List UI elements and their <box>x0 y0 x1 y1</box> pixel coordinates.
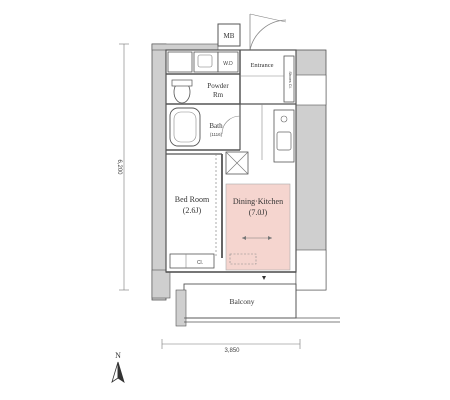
balcony-area <box>183 283 297 319</box>
kitchen-counter <box>273 109 295 163</box>
entrance-label: Entrance <box>250 62 273 69</box>
entrance-door-leaf-2 <box>249 13 287 23</box>
balcony-label: Balcony <box>230 297 255 306</box>
window-marker <box>262 276 266 280</box>
bedroom-name: Bed Room <box>175 195 210 204</box>
dining-kitchen-area <box>225 183 291 271</box>
bedroom-size: (2.6J) <box>183 206 202 215</box>
vanity-sink <box>197 54 213 68</box>
wall-right-notch <box>295 74 327 106</box>
compass-icon <box>111 361 125 383</box>
wall-left-mass <box>151 43 167 301</box>
toilet-tank <box>171 79 193 87</box>
entrance-door-arc <box>249 19 287 51</box>
powder-room-abbr: Rm <box>213 91 224 99</box>
height-dim-label: 6,200 <box>116 159 122 175</box>
mb-label: MB <box>224 32 235 40</box>
stove-burner <box>280 115 288 123</box>
bathtub-inner <box>173 111 197 143</box>
bath-name: Bath <box>209 122 223 130</box>
balcony-left-post <box>175 289 187 327</box>
width-dim-label: 3,850 <box>224 348 240 354</box>
washer-pan <box>217 51 239 73</box>
bath-door-arc <box>221 115 241 135</box>
compass-north-label: N <box>115 351 121 360</box>
dining-kitchen-name: Dining·Kitchen <box>233 197 283 206</box>
wall-right-notch-lower <box>295 249 327 291</box>
dk-arrow-left <box>242 236 246 240</box>
dining-kitchen-size: (7.0J) <box>249 208 268 217</box>
bathtub <box>169 107 201 147</box>
kitchen-sink <box>276 131 292 151</box>
duct-box-cross-2 <box>225 151 249 175</box>
closet-label: Cl. <box>197 260 203 266</box>
dk-arrow-right <box>268 236 272 240</box>
wall-bottom-left-mass <box>151 269 171 299</box>
closet <box>169 253 215 269</box>
shoes-closet <box>283 55 295 103</box>
wall-top-left-mass <box>151 43 219 51</box>
powder-room-name: Powder <box>207 82 229 90</box>
wd-label: W.D <box>223 61 233 67</box>
dk-appliance <box>229 253 257 265</box>
bath-size: (1116) <box>210 132 223 137</box>
storage-shelf <box>167 51 193 73</box>
mb-box <box>217 23 241 47</box>
shoes-closet-label: Shoes Cl. <box>288 71 293 88</box>
